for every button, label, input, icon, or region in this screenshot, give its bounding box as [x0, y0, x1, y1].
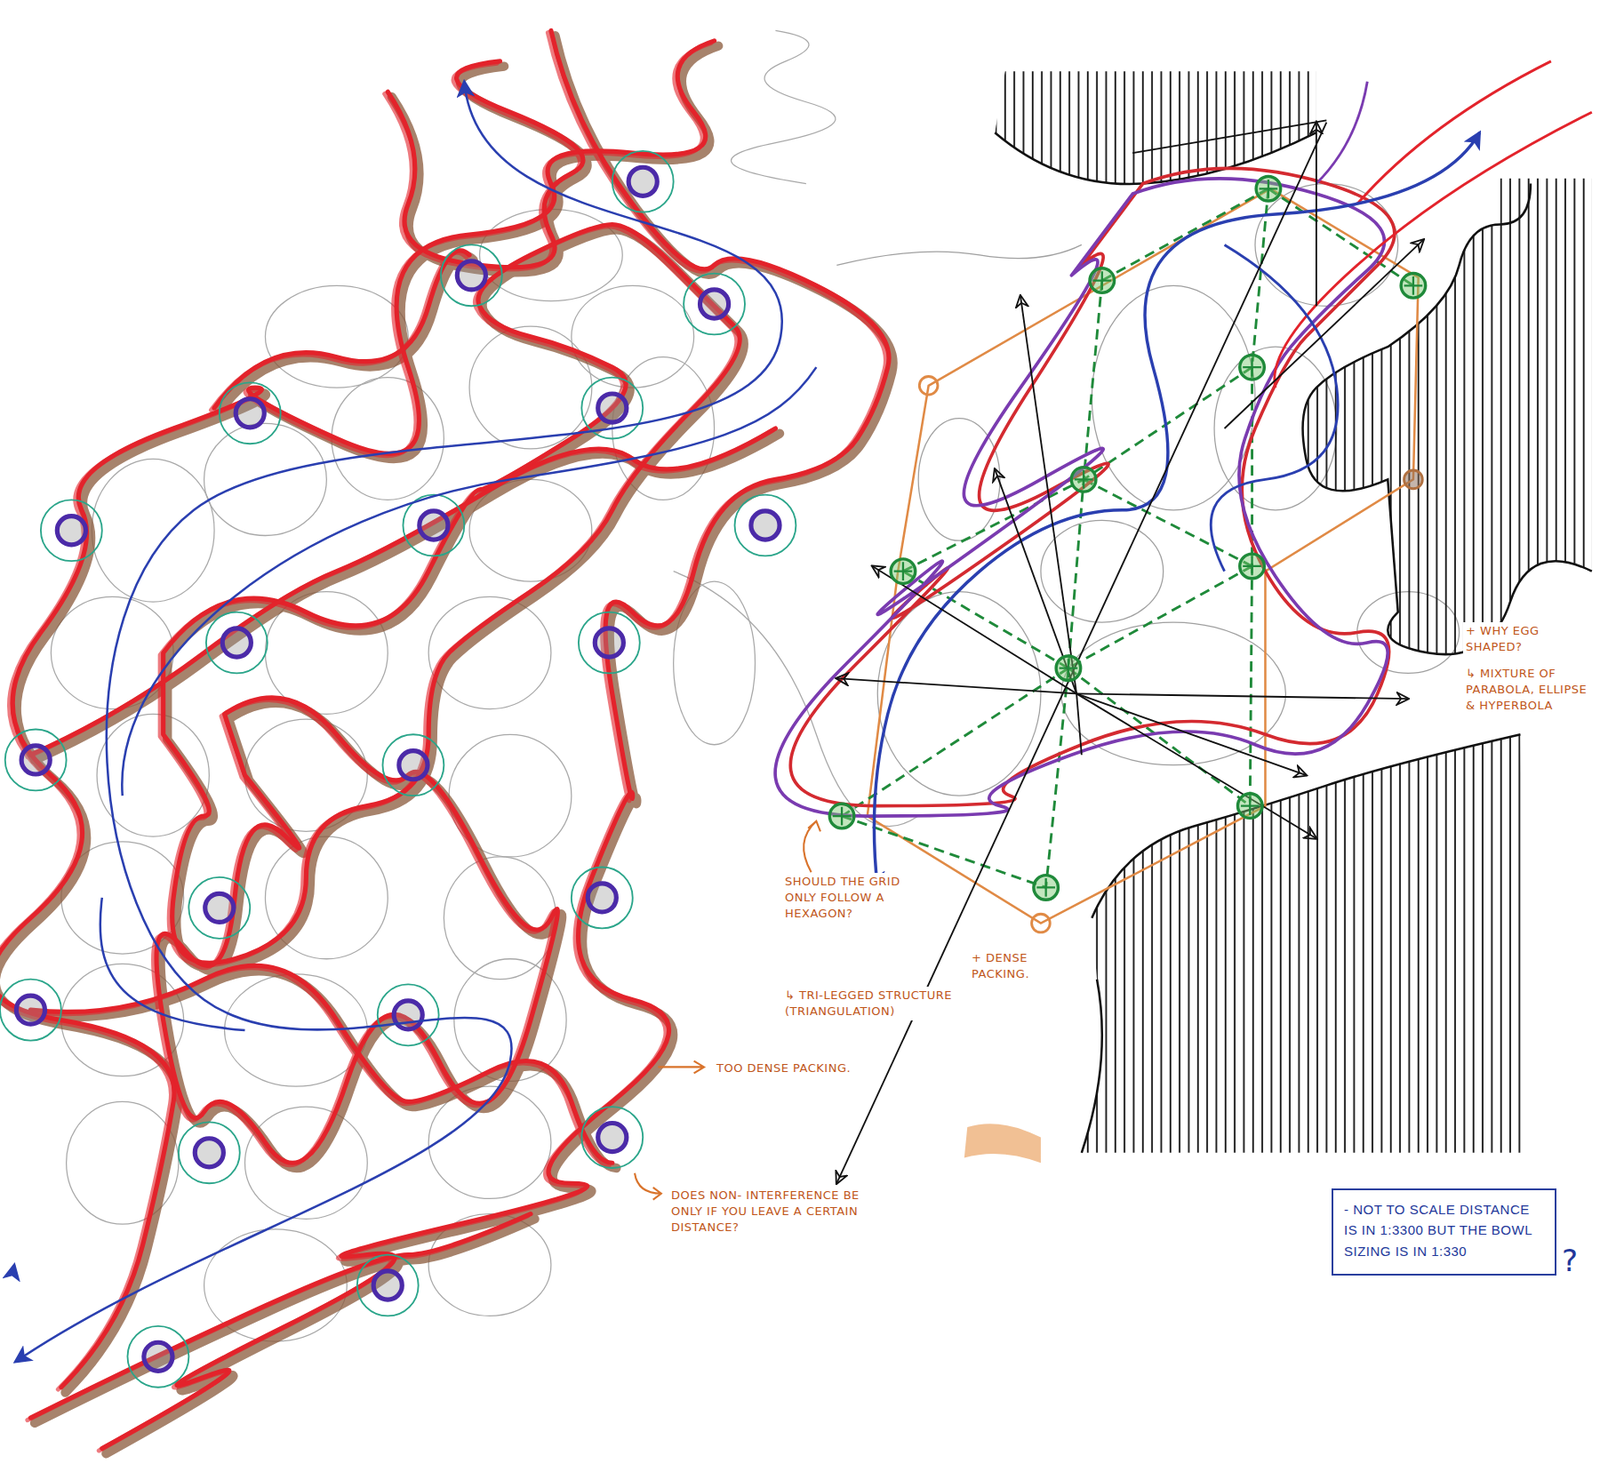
note-leader: [634, 821, 1041, 1200]
force-arrow: [1076, 693, 1317, 839]
circulation-path: [121, 367, 816, 796]
force-arrow: [1076, 693, 1082, 755]
note-box: - NOT TO SCALE DISTANCE IS IN 1:3300 BUT…: [1331, 1188, 1557, 1276]
purple-line: [1316, 81, 1368, 184]
grid-node: [1404, 470, 1424, 489]
pier-circle: [683, 273, 745, 336]
force-arrow: [836, 122, 1327, 1184]
grid-node: [1240, 354, 1265, 380]
force-arrow: [836, 678, 1077, 694]
egg-bowl: [790, 168, 1395, 806]
force-arrow: [1076, 693, 1306, 776]
pier-circle: [178, 1121, 240, 1184]
circulation-path: [873, 132, 1480, 888]
sketch-note: SHOULD THE GRID ONLY FOLLOW A HEXAGON?: [782, 872, 916, 924]
grid-node: [829, 803, 855, 829]
red-loops: [0, 30, 889, 1448]
pencil-ellipse: [91, 458, 215, 602]
force-arrow: [1224, 240, 1424, 429]
pier-circle: [127, 1326, 189, 1388]
grid-node: [1033, 875, 1059, 901]
pier-circle: [188, 877, 250, 939]
pier-circle: [357, 1255, 419, 1317]
note-text: - NOT TO SCALE DISTANCE IS IN 1:3300 BUT…: [1344, 1199, 1544, 1262]
pier-circle: [581, 1106, 643, 1168]
pier-circle: [571, 866, 633, 928]
red-line: [1357, 61, 1552, 205]
sketch-note: TOO DENSE PACKING.: [713, 1059, 872, 1078]
terrain-hatch: [994, 71, 1592, 1152]
grid-nodes: [829, 176, 1425, 901]
grid-node: [1237, 793, 1263, 819]
terrain-hatch: [994, 71, 1317, 184]
pencil-ellipse: [877, 592, 1041, 797]
terrain-edge: [1303, 184, 1592, 656]
pier-circle: [382, 734, 444, 796]
pencil-ellipse: [264, 285, 408, 388]
grid-node: [1256, 176, 1281, 202]
circulation-arrow: [12, 1264, 15, 1275]
grid-node: [919, 376, 938, 395]
loop-shadow: [0, 35, 894, 1454]
pencil-ellipse: [331, 377, 444, 501]
force-arrow: [1132, 120, 1327, 153]
pencil-ellipse: [443, 856, 556, 980]
circulation-path: [1210, 244, 1338, 571]
force-arrow: [1020, 296, 1077, 695]
terrain-hatch: [1303, 178, 1592, 655]
query-mark: ?: [1559, 1244, 1590, 1277]
pencil-squiggle: [836, 244, 1082, 265]
pier-circle: [5, 729, 67, 792]
orange-hatch: [964, 1123, 1041, 1163]
pier-circle: [0, 979, 62, 1041]
sketch-note: DOES NON- INTERFERENCE BE ONLY IF YOU LE…: [668, 1186, 882, 1238]
force-arrow: [872, 566, 1078, 694]
sketch-note: + DENSE PACKING.: [968, 949, 1085, 984]
pier-circle: [40, 499, 103, 561]
egg-bowls: [775, 61, 1592, 888]
pencil-ellipse: [1255, 184, 1399, 307]
grid-node: [890, 559, 916, 584]
grid-node: [1400, 273, 1426, 299]
terrain-hatch: [1081, 734, 1526, 1153]
pencil-squiggle: [731, 30, 836, 184]
grid-node: [1032, 913, 1051, 933]
force-arrows: [836, 120, 1424, 1184]
pier-circle: [377, 984, 440, 1046]
pier-circle: [206, 612, 268, 674]
pier-circle: [735, 495, 797, 557]
pier-circle: [440, 244, 503, 306]
sketch-note: + WHY EGG SHAPED?: [1463, 622, 1593, 656]
grid-node: [1240, 553, 1265, 579]
circulation-path: [12, 81, 817, 1362]
grid-node: [1089, 268, 1115, 294]
note-leader: [634, 1173, 662, 1200]
note-leader: [657, 1061, 704, 1074]
pier-circle: [578, 612, 640, 674]
grid-node: [1071, 467, 1096, 493]
terrain-edge: [1081, 734, 1521, 1153]
pier-circle: [219, 382, 281, 444]
egg-bowl: [775, 178, 1388, 816]
force-arrow: [1315, 122, 1318, 307]
sketch-note: ↳ TRI-LEGGED STRUCTURE (TRIANGULATION): [782, 986, 957, 1021]
loop-shadow: [0, 35, 894, 1454]
sketch-note: ↳ MIXTURE OF PARABOLA, ELLIPSE & HYPERBO…: [1463, 664, 1593, 716]
red-line: [1274, 112, 1592, 388]
circulation-path: [15, 81, 783, 1362]
red-loops: [0, 30, 889, 1450]
circulation-path: [100, 897, 246, 1031]
note-leader: [803, 821, 821, 872]
pier-circle: [612, 151, 674, 213]
red-loops: [0, 32, 887, 1451]
pencil-sketch: [50, 30, 919, 1342]
force-arrow: [1076, 693, 1408, 699]
grid-node: [1056, 656, 1081, 681]
pencil-ellipse: [1091, 285, 1256, 510]
